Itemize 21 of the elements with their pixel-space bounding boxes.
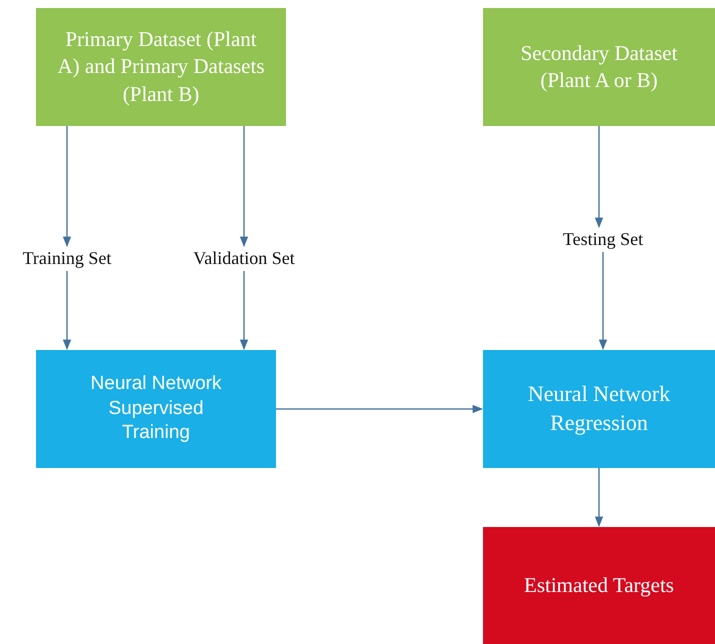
set-label: Testing Set (562, 228, 644, 252)
box-label: Neural Network Regression (526, 380, 672, 437)
set-label: Validation Set (193, 247, 295, 270)
arrow (240, 126, 248, 248)
arrow (62, 271, 72, 350)
data-box (36, 8, 286, 126)
data-box (483, 8, 715, 126)
arrow (62, 126, 72, 248)
box-label: Primary Dataset (Plant A) and Primary Datasets (Plant B) (56, 26, 266, 108)
box-label: Secondary Dataset (Plant A or B) (520, 40, 678, 94)
process-box (483, 350, 715, 468)
arrow (594, 468, 604, 528)
process-box (36, 350, 276, 468)
arrow (598, 252, 608, 350)
set-label: Training Set (22, 247, 112, 270)
box-label: Estimated Targets (524, 572, 674, 599)
output-box (483, 527, 715, 644)
arrow (240, 271, 248, 350)
arrow (276, 404, 484, 414)
box-label: Neural Network Supervised Training (90, 372, 222, 446)
arrow (594, 126, 604, 228)
